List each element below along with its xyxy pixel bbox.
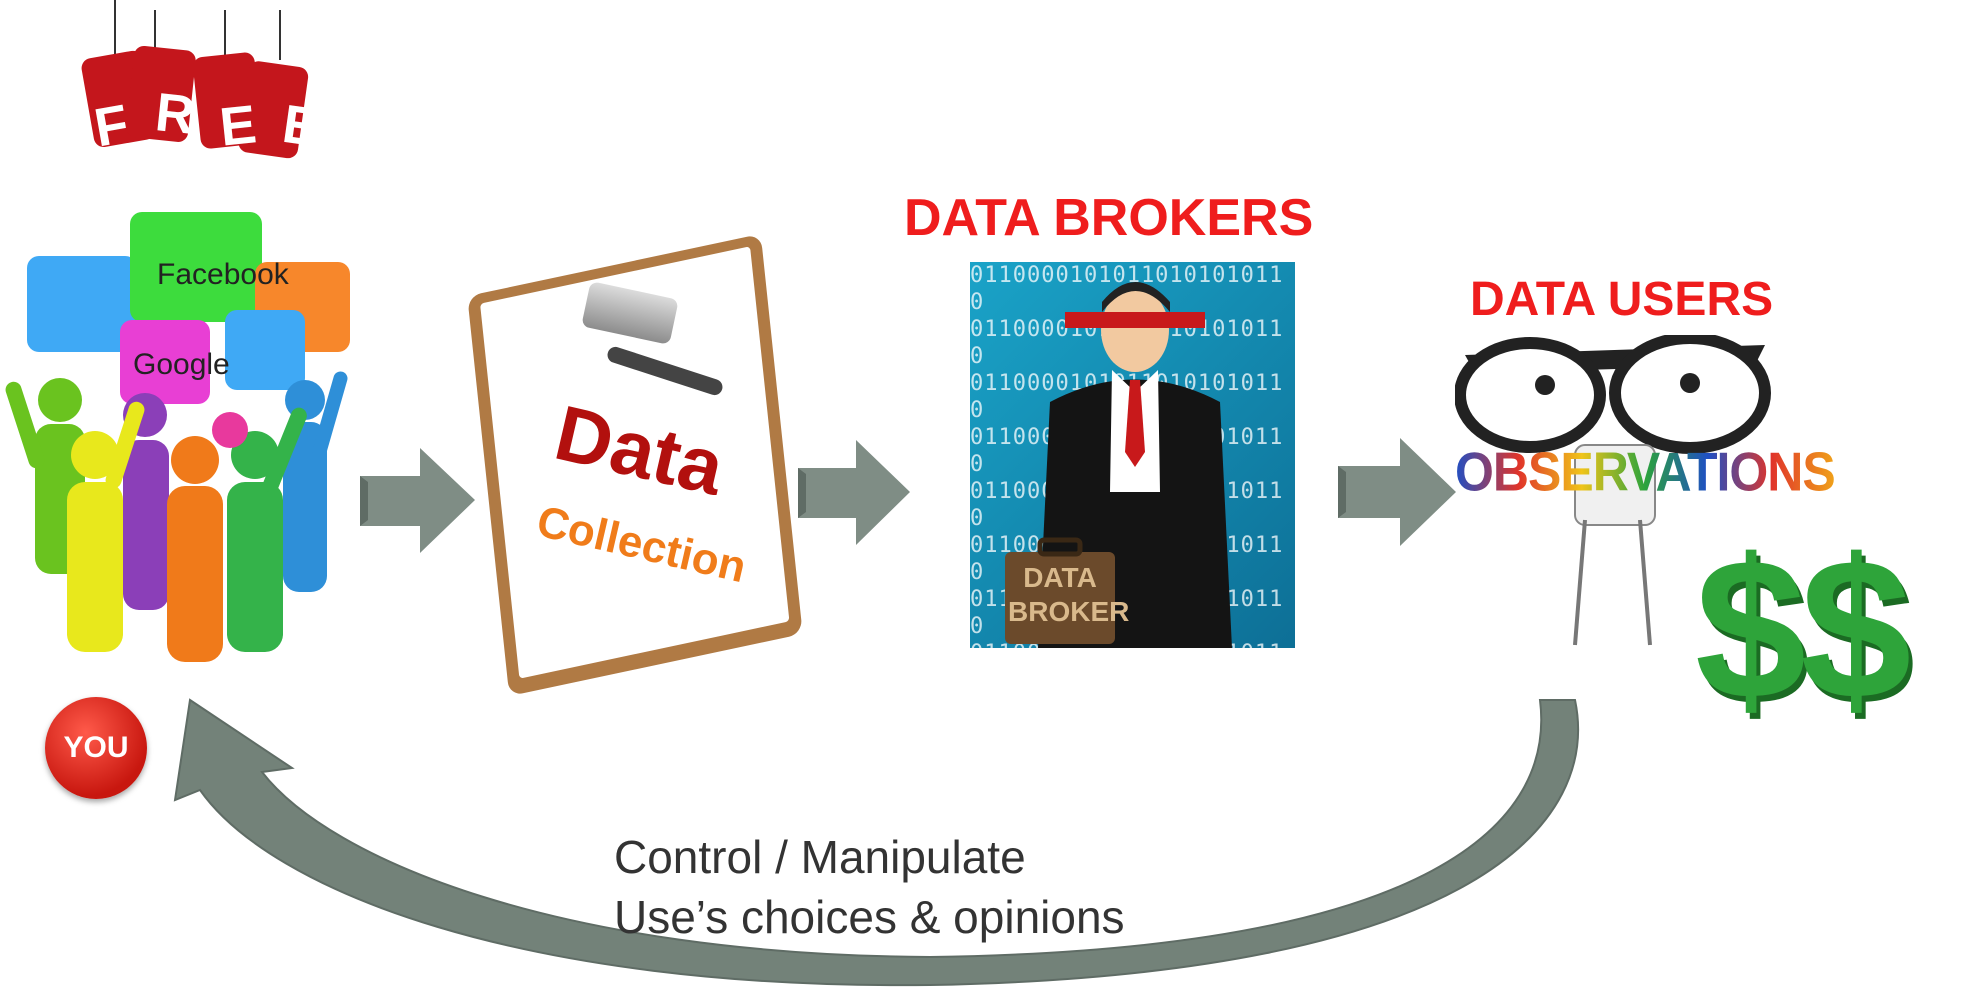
glasses-figure-icon bbox=[1454, 332, 1771, 646]
dollar-signs: $$ bbox=[1695, 518, 1911, 741]
observations-figure: OBSERVATIONS bbox=[1454, 332, 1836, 655]
right-arrow-icon bbox=[360, 448, 475, 553]
person-yellow bbox=[67, 401, 145, 652]
free-tag-r bbox=[126, 45, 196, 142]
businessman-icon bbox=[1005, 282, 1232, 648]
briefcase-label-line1: DATA bbox=[1023, 562, 1097, 593]
speech-bubbles bbox=[5, 212, 350, 662]
briefcase-label-line2: BROKER bbox=[1008, 596, 1130, 627]
person-pink bbox=[212, 412, 248, 448]
caption-line2: Use’s choices & opinions bbox=[614, 891, 1125, 943]
facebook-bubble-label: Facebook bbox=[157, 258, 289, 291]
you-badge: YOU bbox=[45, 697, 147, 799]
data-users-heading: DATA USERS bbox=[1470, 273, 1774, 326]
right-arrow-icon bbox=[1338, 438, 1456, 546]
right-arrow-icon bbox=[798, 440, 910, 545]
you-label: YOU bbox=[63, 731, 129, 764]
person-blue bbox=[283, 371, 348, 592]
caption-line1: Control / Manipulate bbox=[614, 831, 1026, 883]
person-green2 bbox=[227, 407, 307, 652]
google-bubble-label: Google bbox=[133, 348, 230, 381]
data-brokers-heading: DATA BROKERS bbox=[904, 189, 1314, 247]
observations-word: OBSERVATIONS bbox=[1455, 441, 1836, 503]
people-group: Facebook Google bbox=[5, 200, 360, 670]
data-broker-image: 01100001010110101010110 0110000101011010… bbox=[970, 262, 1295, 648]
free-tag-e2 bbox=[238, 61, 309, 159]
free-tags: F R E E bbox=[60, 0, 330, 185]
person-orange bbox=[167, 436, 223, 662]
